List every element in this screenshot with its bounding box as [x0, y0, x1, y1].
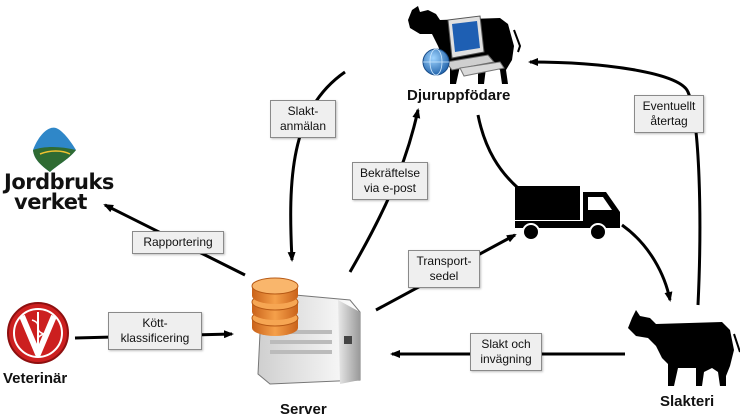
computer-icon — [422, 15, 505, 77]
edge-label-slakt-anmalan: Slakt- anmälan — [270, 100, 336, 138]
edge-label-kottklassificering: Kött- klassificering — [108, 312, 202, 350]
arrow-breeder-to-truck — [476, 114, 519, 190]
jordbruksverket-logo-icon — [33, 127, 76, 172]
arrow-truck-to-slaughter — [621, 223, 673, 302]
server-icon — [251, 277, 361, 385]
edge-label-transportsedel: Transport- sedel — [408, 250, 480, 288]
edge-label-slakt-invagning: Slakt och invägning — [470, 333, 542, 371]
logo-line2: verket — [14, 190, 87, 214]
database-disks-icon — [251, 277, 299, 336]
node-label-server: Server — [280, 401, 327, 418]
edge-label-rapportering: Rapportering — [132, 231, 224, 254]
arrow-breeder-to-server — [287, 70, 346, 262]
node-label-slaughter: Slakteri — [660, 393, 715, 410]
truck-icon — [515, 186, 620, 241]
slaughter-cow-icon — [628, 310, 740, 386]
jordbruksverket-logo-text: Jordbruks verket — [4, 170, 114, 214]
edge-label-eventuellt-atertag: Eventuellt återtag — [634, 95, 704, 133]
node-label-vet: Veterinär — [3, 370, 68, 387]
edge-label-bekraftelse: Bekräftelse via e-post — [352, 162, 428, 200]
logo-line1: Jordbruks — [4, 170, 114, 194]
node-label-breeder: Djuruppfödare — [407, 87, 511, 104]
vet-logo-icon — [7, 302, 69, 364]
arrow-slaughter-to-breeder — [528, 58, 702, 306]
